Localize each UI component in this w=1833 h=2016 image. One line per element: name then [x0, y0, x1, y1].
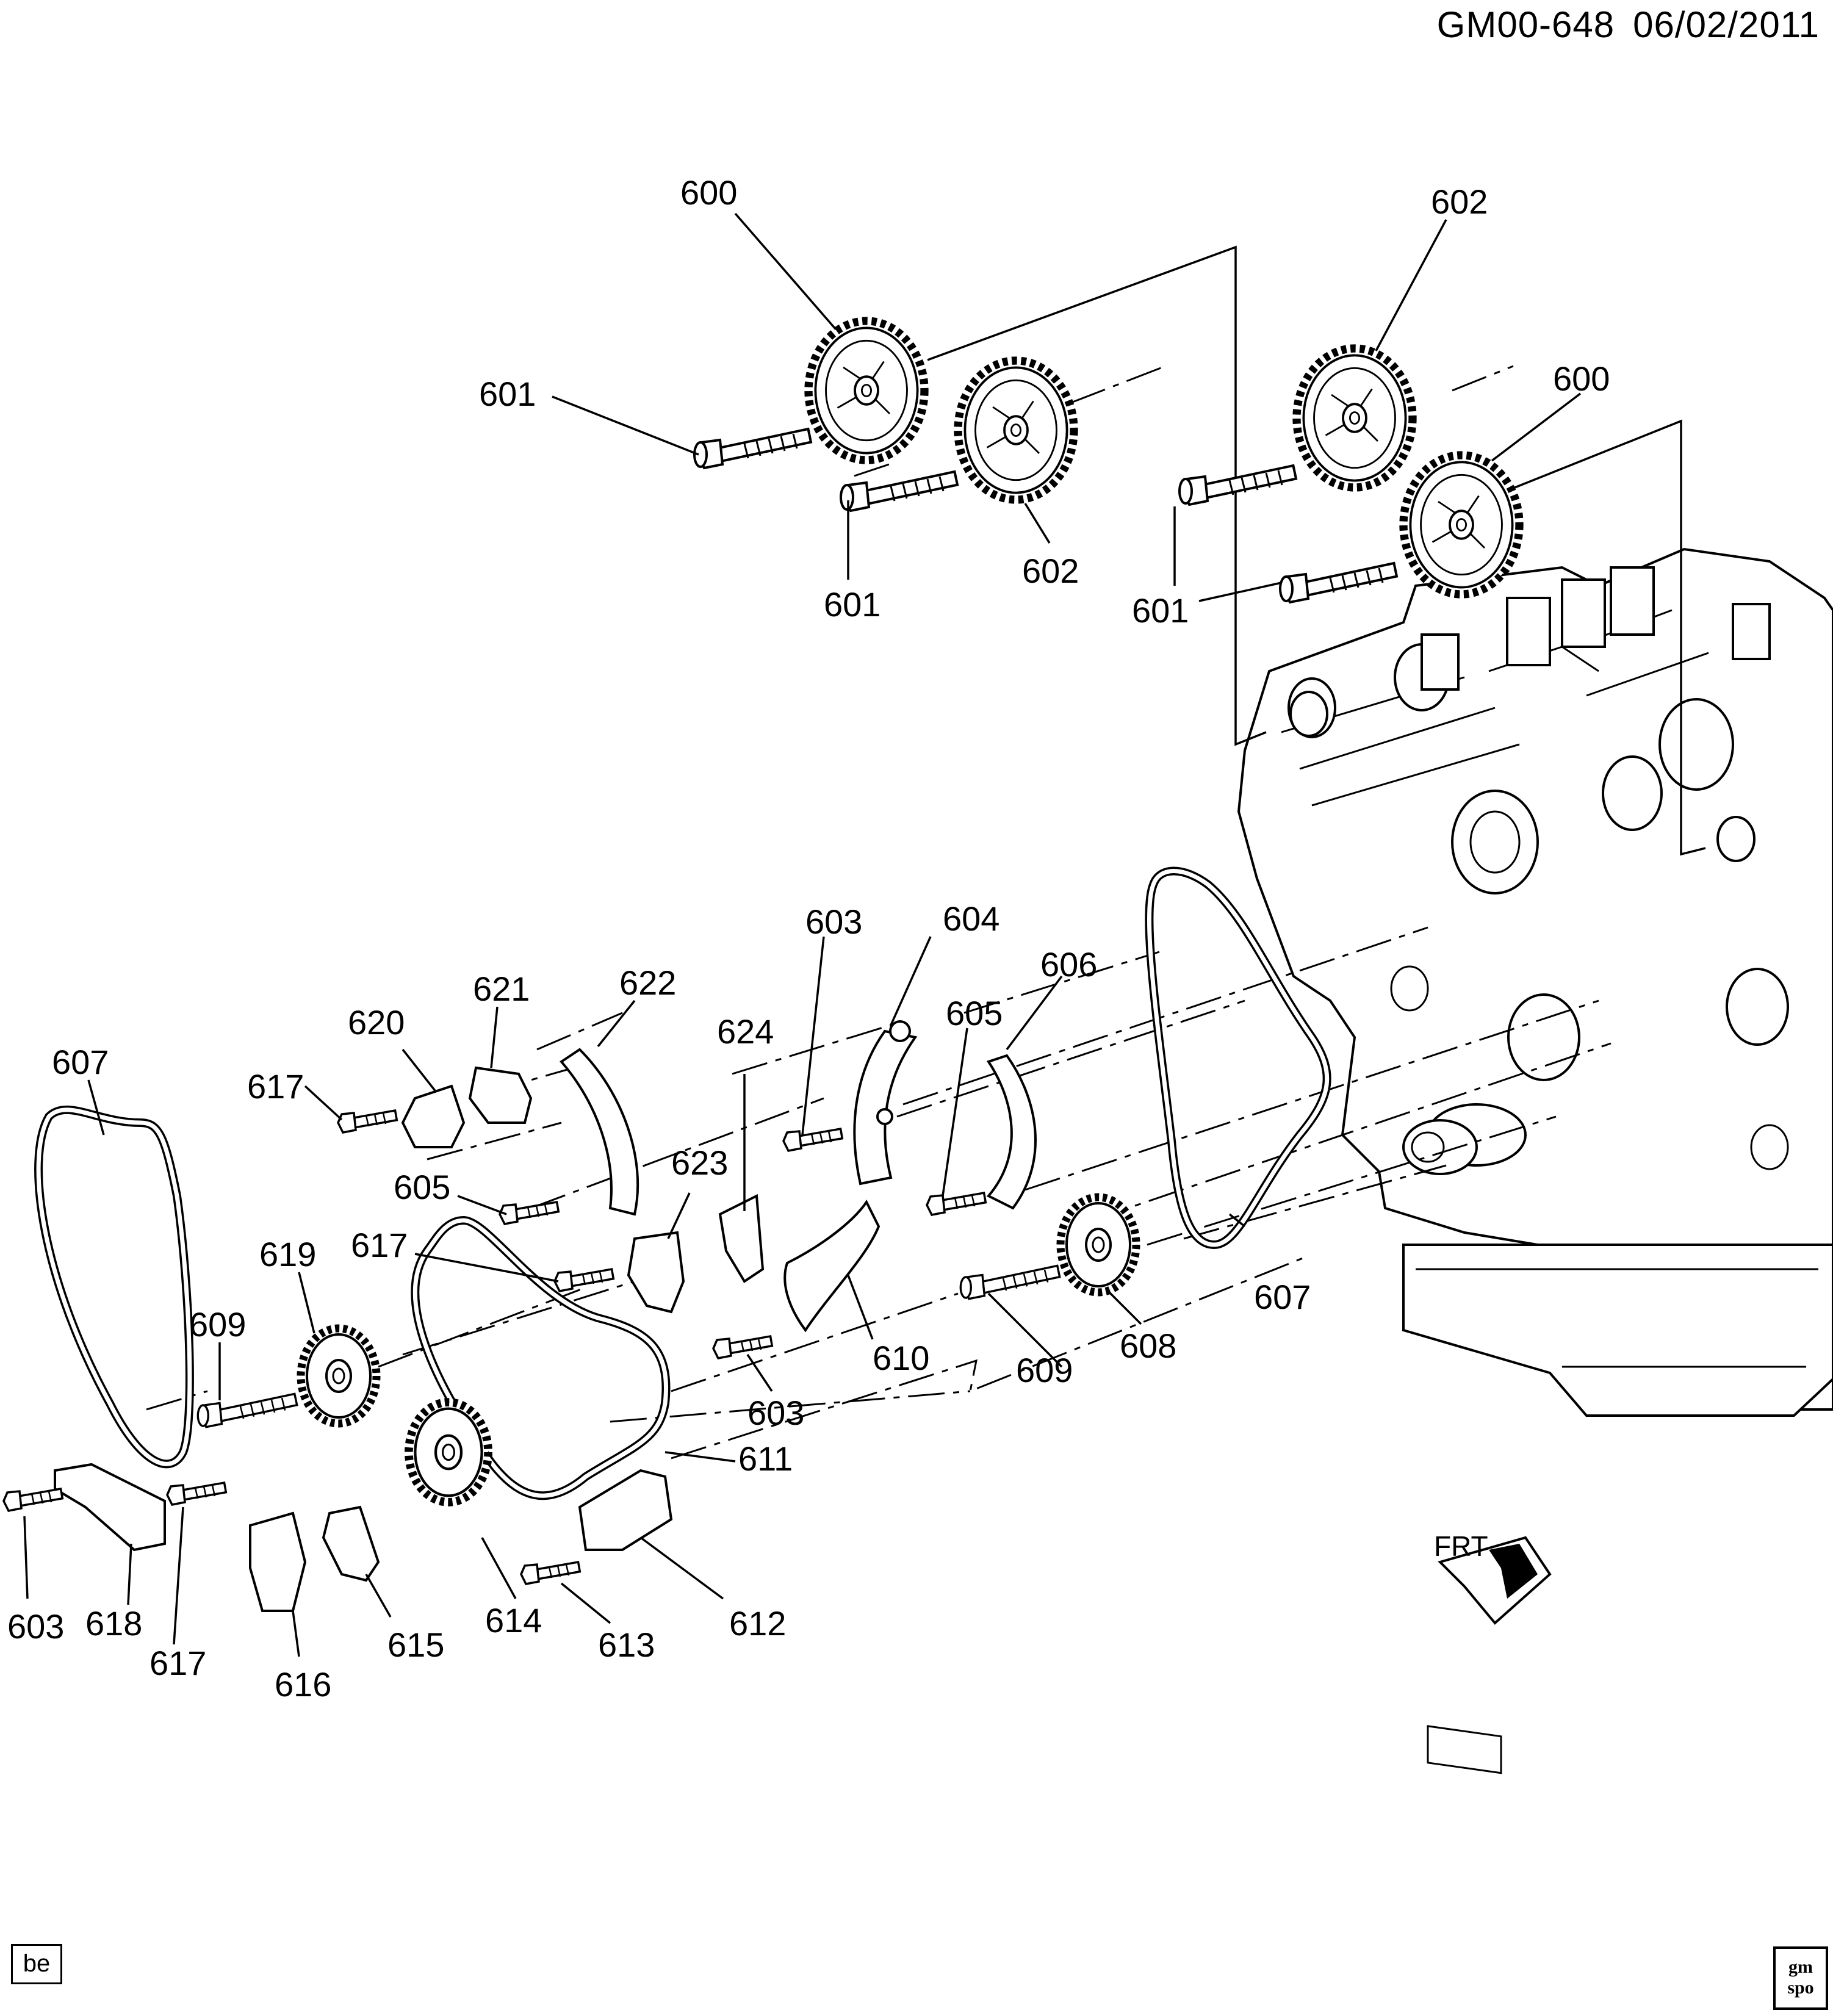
guide-604	[853, 1020, 918, 1186]
callout-617-top: 617	[247, 1067, 304, 1106]
sprocket-619	[301, 1328, 376, 1424]
callout-601-left: 601	[479, 375, 536, 413]
timing-chain-607-right	[1145, 866, 1331, 1250]
callout-603-top: 603	[805, 902, 862, 941]
engine-block	[1237, 547, 1833, 1417]
timing-chain-607-left	[34, 1105, 194, 1469]
front-label: FRT	[1434, 1530, 1488, 1562]
bolt-617-c	[166, 1481, 228, 1506]
bolt-609-a	[196, 1392, 298, 1428]
callout-617-bottom: 617	[149, 1644, 206, 1682]
tensioner-620	[401, 1084, 466, 1148]
bolt-601-c	[1178, 464, 1298, 506]
callout-601-mid: 601	[824, 585, 880, 624]
gasket-615	[322, 1505, 380, 1582]
bolt-601-a	[693, 428, 813, 469]
callout-600-left: 600	[680, 173, 737, 212]
callout-619: 619	[259, 1235, 316, 1273]
callout-614: 614	[485, 1601, 542, 1640]
camshaft-actuator-602-left	[958, 361, 1074, 500]
callout-623: 623	[671, 1143, 728, 1182]
sprocket-608	[1061, 1197, 1136, 1292]
callout-618: 618	[85, 1604, 142, 1643]
callout-621: 621	[473, 970, 530, 1008]
callout-602-right: 602	[1431, 182, 1488, 221]
diagram-code: GM00-648	[1436, 4, 1615, 45]
callout-613: 613	[598, 1625, 655, 1664]
footer-tag: be	[11, 1944, 62, 1984]
camshaft-actuator-600-right	[1403, 455, 1519, 594]
bolt-613	[520, 1561, 582, 1585]
callout-620: 620	[348, 1003, 405, 1042]
diagram-header: GM00-648 06/02/2011	[1419, 4, 1820, 46]
callout-600-right: 600	[1553, 359, 1610, 398]
callout-615: 615	[387, 1625, 444, 1664]
bolt-603-c	[2, 1488, 64, 1512]
logo-text-top: gm	[1788, 1957, 1813, 1977]
diagram-date: 06/02/2011	[1633, 4, 1820, 45]
crank-sprocket-614	[409, 1402, 488, 1502]
callout-603-mid: 603	[747, 1394, 804, 1432]
callout-602-left: 602	[1022, 552, 1079, 590]
front-arrow-icon: FRT	[1427, 1530, 1552, 1774]
callout-605-left: 605	[394, 1168, 450, 1206]
bracket-624	[718, 1193, 765, 1283]
callout-604: 604	[943, 899, 999, 938]
callout-616: 616	[275, 1665, 331, 1704]
bolt-609-b	[959, 1264, 1061, 1300]
callout-622: 622	[619, 963, 676, 1002]
callout-609-right: 609	[1016, 1351, 1073, 1389]
callout-605-right: 605	[946, 994, 1003, 1032]
tensioner-623	[627, 1231, 685, 1314]
callout-609-left: 609	[189, 1305, 246, 1344]
callout-607-left: 607	[52, 1043, 109, 1081]
camshaft-actuator-602-right	[1297, 348, 1413, 488]
gmspo-logo: gm spo	[1773, 1946, 1828, 2010]
bolt-605-a	[499, 1201, 560, 1225]
tensioner-616	[249, 1511, 307, 1612]
bolt-617-b	[553, 1268, 615, 1292]
tensioner-612	[578, 1469, 673, 1551]
logo-text-bottom: spo	[1787, 1978, 1814, 1998]
callout-610: 610	[873, 1339, 929, 1377]
leader-lines	[23, 212, 1582, 1657]
callout-617-mid: 617	[351, 1226, 408, 1264]
callout-601-right: 601	[1132, 591, 1189, 630]
callout-612: 612	[729, 1604, 786, 1643]
gasket-621	[468, 1066, 533, 1124]
bolt-617-a	[337, 1109, 398, 1134]
bolt-601-b	[840, 470, 959, 512]
guide-610	[783, 1200, 880, 1333]
callout-607-right: 607	[1254, 1278, 1311, 1316]
callout-603-bottom: 603	[7, 1607, 64, 1646]
guide-606	[986, 1054, 1037, 1210]
callout-624: 624	[717, 1012, 774, 1051]
assembly-lines	[146, 245, 1706, 1460]
camshaft-actuator-600-left	[808, 321, 924, 460]
callout-numbers: 600 601 601 602 602 600 601 603 604 605 …	[7, 173, 1610, 1704]
callout-611: 611	[738, 1439, 793, 1478]
callout-608: 608	[1120, 1327, 1176, 1365]
bolt-603-a	[782, 1128, 844, 1152]
guide-618	[54, 1463, 166, 1552]
callout-606: 606	[1040, 945, 1097, 984]
bolt-601-d	[1279, 562, 1399, 603]
bolt-603-b	[712, 1335, 774, 1359]
guide-622	[560, 1048, 639, 1216]
bolt-605-b	[926, 1192, 987, 1216]
